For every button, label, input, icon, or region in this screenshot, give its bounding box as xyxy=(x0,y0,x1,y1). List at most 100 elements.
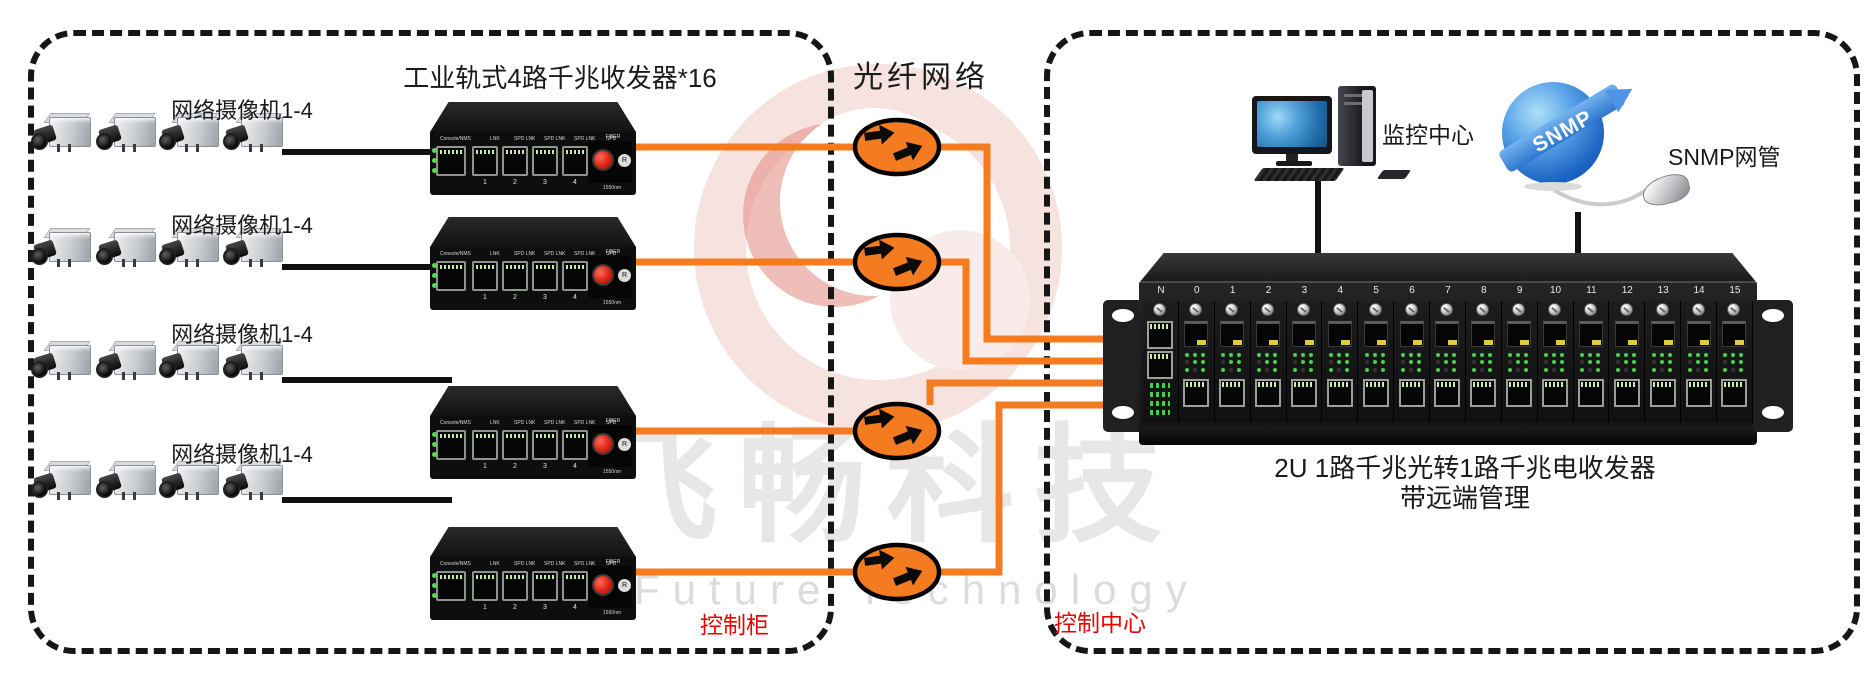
rj45-port xyxy=(1290,379,1317,407)
converter-card xyxy=(1681,301,1717,423)
sfp-port xyxy=(1543,321,1568,347)
camera-lens-icon xyxy=(223,133,240,150)
camera-lens-icon xyxy=(159,248,176,265)
sfp-port xyxy=(1722,321,1747,347)
network-camera xyxy=(223,339,283,387)
port-led-label: SPD LNK xyxy=(514,136,536,142)
status-led xyxy=(432,583,437,588)
led-grid xyxy=(1651,353,1674,373)
camera-group-label: 网络摄像机1-4 xyxy=(171,98,313,123)
network-camera xyxy=(31,339,91,387)
led-grid xyxy=(1508,353,1530,373)
slot-number: 10 xyxy=(1550,285,1562,296)
port-led-label: SPD LNK xyxy=(544,420,566,426)
console-port-label: Console/NMS xyxy=(440,561,471,567)
fiber-label: FIBER xyxy=(605,559,621,565)
camera-leg xyxy=(249,492,252,500)
led-grid xyxy=(1687,353,1710,373)
port-pins xyxy=(536,150,554,154)
port-pins xyxy=(476,150,494,154)
console-port xyxy=(436,571,466,601)
camera-leg xyxy=(68,492,71,500)
slot-number: 3 xyxy=(1301,285,1308,296)
thumbscrew xyxy=(1368,303,1382,316)
sfp-port xyxy=(1220,321,1245,347)
network-camera xyxy=(96,111,156,159)
led-grid xyxy=(1257,353,1279,373)
converter-card xyxy=(1178,301,1215,423)
status-led xyxy=(432,573,437,578)
port-pins xyxy=(506,434,524,438)
console-port-label: Console/NMS xyxy=(440,251,471,257)
port-pins xyxy=(566,150,584,154)
rack-bottom-rail xyxy=(1139,427,1757,445)
port-number: 4 xyxy=(573,294,577,301)
camera-body xyxy=(114,465,156,495)
slot-number: 6 xyxy=(1409,285,1415,296)
status-led xyxy=(432,283,437,288)
fiber-connector xyxy=(592,149,614,171)
port-led-label: LNK xyxy=(490,561,500,567)
slot-number: 5 xyxy=(1373,285,1379,296)
fiber-label: FIBER xyxy=(605,418,621,424)
port-pins xyxy=(440,575,462,579)
port-led-label: SPD LNK xyxy=(574,136,596,142)
rack-caption: 2U 1路千兆光转1路千兆电收发器 带远端管理 xyxy=(1265,453,1665,514)
slot-number: 9 xyxy=(1516,285,1523,296)
computer-tower xyxy=(1338,86,1376,166)
thumbscrew xyxy=(1225,303,1239,316)
ethernet-port xyxy=(532,146,558,176)
camera-leg xyxy=(122,372,125,380)
monitor-stand xyxy=(1286,154,1298,161)
thumbscrew xyxy=(1548,303,1562,316)
network-camera xyxy=(96,226,156,274)
fiber-label: FIBER xyxy=(605,249,621,255)
camera-leg xyxy=(196,259,199,267)
switch-top-face xyxy=(430,386,636,416)
rack-caption-line1: 2U 1路千兆光转1路千兆电收发器 xyxy=(1274,453,1656,483)
management-card xyxy=(1143,301,1179,423)
camera-lens-icon xyxy=(31,361,48,378)
camera-leg xyxy=(260,259,263,267)
camera-lens-icon xyxy=(31,133,48,150)
port-pins xyxy=(506,265,524,269)
port-number: 3 xyxy=(543,463,547,470)
sfp-port xyxy=(1399,321,1424,347)
port-pins xyxy=(536,575,554,579)
sfp-port xyxy=(1578,321,1603,347)
thumbscrew xyxy=(1296,303,1310,316)
camera-body xyxy=(177,232,219,262)
slot-number: 0 xyxy=(1194,285,1200,296)
converter-card xyxy=(1214,301,1251,423)
computer-monitor xyxy=(1252,96,1332,154)
led-grid xyxy=(1472,353,1494,373)
converter-card xyxy=(1430,301,1466,423)
slot-number: 2 xyxy=(1265,285,1272,296)
converter-card xyxy=(1465,301,1502,423)
camera-body xyxy=(114,117,156,147)
camera-leg xyxy=(133,259,136,267)
rj45-port xyxy=(1506,379,1533,407)
control-cabinet-box xyxy=(28,30,834,654)
port-led-label: LNK xyxy=(490,251,500,257)
network-camera xyxy=(96,459,156,507)
port-led-label: SPD LNK xyxy=(574,251,596,257)
camera-leg xyxy=(185,259,188,267)
port-number: 2 xyxy=(513,604,517,611)
network-camera xyxy=(96,339,156,387)
fiber-network-label: 光纤网络 xyxy=(853,61,989,94)
led-strip xyxy=(1150,392,1171,397)
led-grid xyxy=(1615,353,1638,373)
ethernet-port xyxy=(502,430,528,460)
camera-leg xyxy=(122,492,125,500)
led-grid xyxy=(1292,353,1315,373)
rj45-port xyxy=(1326,379,1353,407)
port-pins xyxy=(536,434,554,438)
